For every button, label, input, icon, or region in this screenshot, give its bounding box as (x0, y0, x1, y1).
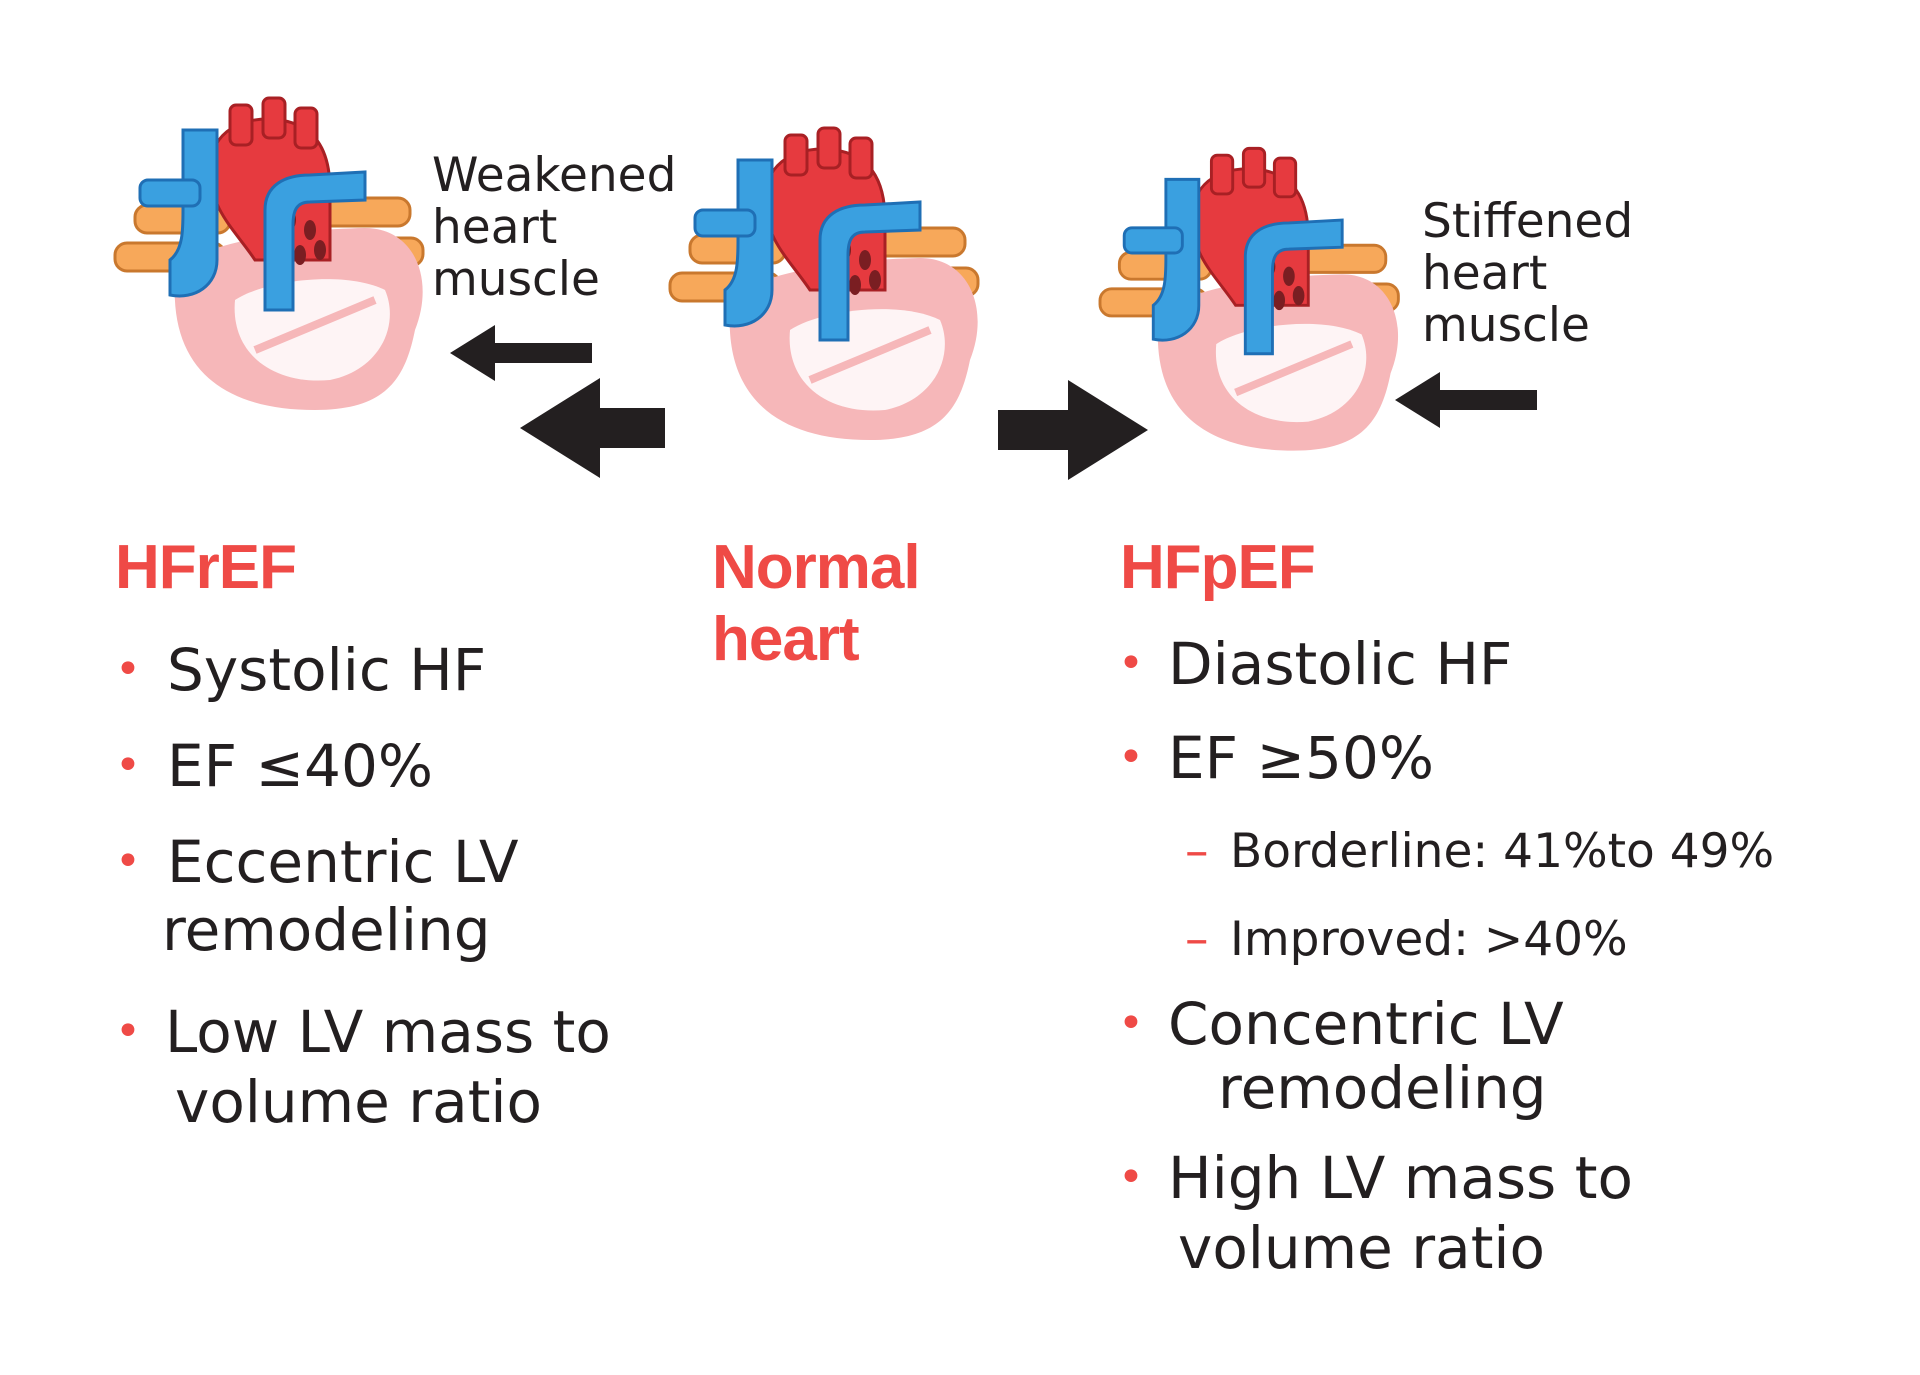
callout-line: heart (1422, 246, 1548, 301)
hfref-heading: HFrEF (115, 532, 297, 604)
callout-line: muscle (1422, 298, 1590, 353)
stiffened-pointer-arrow-icon (1395, 372, 1537, 428)
bullet-dot: • (1118, 638, 1144, 689)
bullet-text: High LV mass to (1168, 1144, 1633, 1212)
bullet-text: Eccentric LV (167, 828, 519, 896)
hfref-bullet-systolic: • Systolic HF (115, 634, 615, 706)
bullet-dot: • (1118, 998, 1144, 1049)
arrow-to-hfpef-icon (998, 380, 1148, 480)
normal-heart-heading: Normal heart (712, 532, 921, 676)
sub-text: Borderline: 41%to 49% (1230, 824, 1775, 879)
bullet-dot: • (115, 1006, 141, 1057)
stiffened-heart-muscle-callout: Stiffened heart muscle (1422, 196, 1633, 352)
hfref-bullet-mass-ratio: • Low LV mass to volume ratio (115, 996, 675, 1140)
heading-line: heart (712, 605, 860, 674)
callout-line: heart (432, 200, 558, 255)
bullet-dot: • (115, 740, 141, 791)
bullet-text: remodeling (162, 896, 491, 964)
hfpef-bullet-ef: • EF ≥50% (1118, 722, 1678, 794)
sub-text: Improved: >40% (1230, 912, 1628, 967)
bullet-text: EF ≤40% (167, 732, 433, 800)
sub-dash: – (1185, 824, 1209, 879)
weakened-heart-muscle-callout: Weakened heart muscle (432, 150, 676, 306)
bullet-dot: • (1118, 732, 1144, 783)
hfpef-sub-borderline: – Borderline: 41%to 49% (1185, 822, 1865, 882)
arrow-to-hfref-icon (520, 378, 665, 478)
hfpef-heading: HFpEF (1120, 532, 1316, 604)
hfref-heart-illustration (115, 110, 435, 430)
hfpef-bullet-diastolic: • Diastolic HF (1118, 628, 1678, 700)
bullet-text: Diastolic HF (1168, 630, 1513, 698)
callout-line: muscle (432, 252, 600, 307)
sub-dash: – (1185, 912, 1209, 967)
bullet-text: volume ratio (1178, 1214, 1546, 1282)
bullet-dot: • (1118, 1152, 1144, 1203)
weakened-pointer-arrow-icon (450, 325, 592, 381)
heading-text: HFrEF (115, 533, 297, 602)
heading-text: HFpEF (1120, 533, 1316, 602)
callout-line: Stiffened (1422, 194, 1634, 249)
bullet-text: EF ≥50% (1168, 724, 1434, 792)
callout-line: Weakened (432, 148, 677, 203)
bullet-text: remodeling (1218, 1054, 1547, 1122)
bullet-text: Concentric LV (1168, 990, 1564, 1058)
bullet-dot: • (115, 836, 141, 887)
bullet-text: Systolic HF (167, 636, 487, 704)
bullet-text: Low LV mass to (165, 998, 611, 1066)
normal-heart-illustration (670, 130, 990, 470)
hfpef-sub-improved: – Improved: >40% (1185, 910, 1865, 970)
bullet-dot: • (115, 644, 141, 695)
hfpef-bullet-mass-ratio: • High LV mass to volume ratio (1118, 1142, 1718, 1286)
heading-line: Normal (712, 533, 921, 602)
hfref-bullet-eccentric: • Eccentric LV remodeling (115, 826, 615, 970)
bullet-text: volume ratio (175, 1068, 543, 1136)
hfpef-bullet-concentric: • Concentric LV remodeling (1118, 988, 1678, 1132)
hfref-bullet-ef: • EF ≤40% (115, 730, 615, 802)
